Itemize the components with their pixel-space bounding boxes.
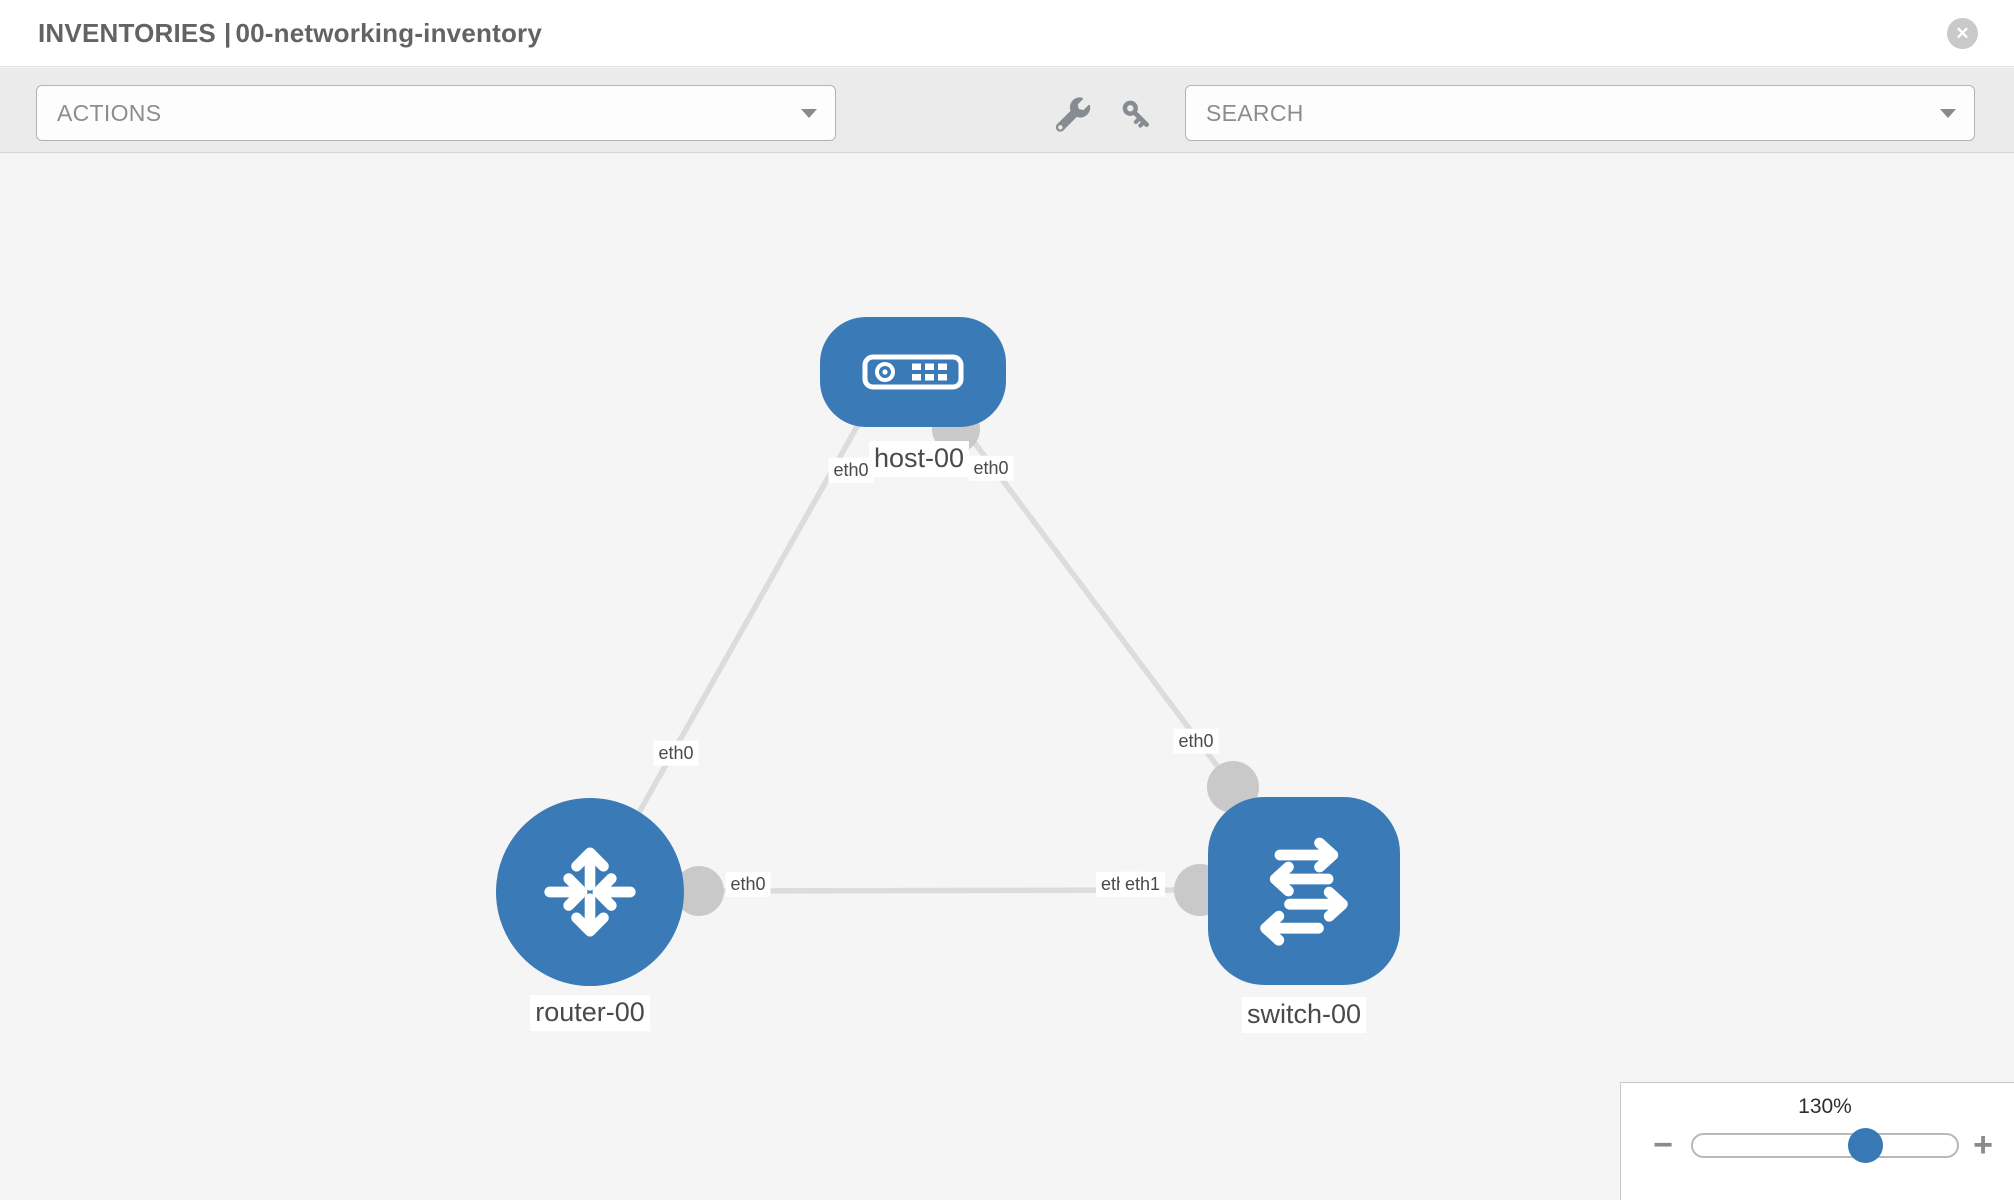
chevron-down-icon (801, 108, 817, 118)
interface-label-switch-eth1: eth1 (1120, 871, 1166, 897)
interface-label-switch-eth0: eth0 (1173, 728, 1219, 754)
topology-canvas[interactable]: host-00 router-00 switch-00 eth0 eth0 et… (0, 154, 2014, 1200)
interface-label-router-eth0: eth0 (725, 871, 771, 897)
host-icon (862, 354, 964, 390)
zoom-slider-thumb[interactable] (1848, 1128, 1883, 1163)
plus-icon: + (1973, 1126, 1993, 1164)
inventory-name: 00-networking-inventory (235, 18, 543, 48)
wrench-icon (1055, 97, 1091, 132)
node-host-00[interactable] (820, 317, 1006, 427)
key-icon (1122, 100, 1150, 128)
toolbar: ACTIONS SEARCH (0, 68, 2014, 153)
node-label-router: router-00 (530, 995, 650, 1031)
breadcrumb-section: INVENTORIES (38, 18, 216, 48)
search-placeholder: SEARCH (1206, 99, 1304, 126)
zoom-out-button[interactable]: − (1641, 1123, 1685, 1167)
actions-dropdown[interactable]: ACTIONS (36, 85, 836, 141)
interface-label-router-eth0-uplink: eth0 (653, 740, 699, 766)
close-button[interactable]: ✕ (1947, 18, 1978, 49)
interface-label-host-eth0-left: eth0 (828, 457, 874, 483)
breadcrumb-separator: | (223, 18, 232, 48)
node-label-switch: switch-00 (1241, 997, 1367, 1033)
close-icon: ✕ (1955, 24, 1970, 43)
page-header: INVENTORIES|00-networking-inventory ✕ (0, 0, 2014, 67)
node-router-00[interactable] (496, 798, 684, 986)
node-label-host: host-00 (868, 441, 970, 477)
actions-dropdown-label: ACTIONS (57, 99, 162, 126)
interface-label-host-eth0-right: eth0 (968, 455, 1014, 481)
switch-icon (1260, 837, 1348, 946)
topology-links-layer (612, 398, 1259, 916)
endpoint-router (674, 866, 724, 916)
page-title: INVENTORIES|00-networking-inventory (38, 18, 550, 49)
node-switch-00[interactable] (1208, 797, 1400, 985)
search-dropdown[interactable]: SEARCH (1185, 85, 1975, 141)
zoom-level: 130% (1798, 1095, 1852, 1118)
key-button[interactable] (1114, 92, 1160, 138)
tools-button[interactable] (1050, 92, 1096, 138)
zoom-slider[interactable] (1691, 1128, 1959, 1163)
router-icon (544, 847, 636, 937)
zoom-in-button[interactable]: + (1961, 1123, 2005, 1167)
zoom-panel: 130% − + (1620, 1082, 2014, 1200)
minus-icon: − (1653, 1126, 1673, 1164)
chevron-down-icon (1940, 108, 1956, 118)
